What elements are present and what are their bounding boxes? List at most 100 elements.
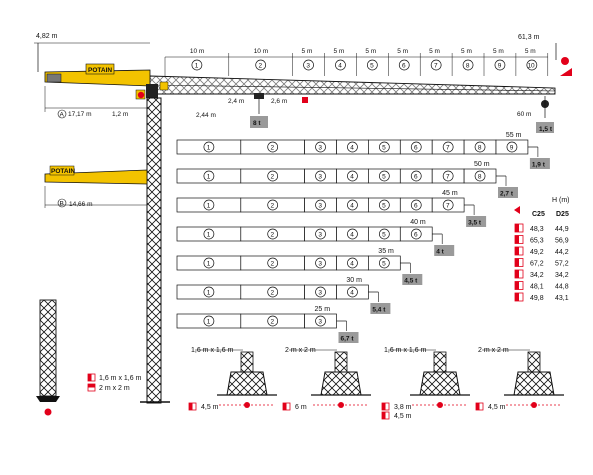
max-load-badge xyxy=(536,122,554,133)
segment-number-label: 2 xyxy=(271,203,275,210)
segment-number-label: 1 xyxy=(207,290,211,297)
height-d25: 34,2 xyxy=(555,272,569,279)
segment-length-label: 5 m xyxy=(397,48,408,55)
base-span-label: 4,5 m xyxy=(488,404,506,411)
segment-number-label: 7 xyxy=(446,145,450,152)
segment-number-marker xyxy=(315,141,326,153)
base-variant: 1,6 m x 1,6 m4,5 m xyxy=(188,347,277,411)
segment-number-marker xyxy=(303,59,314,71)
segment-length-label: 5 m xyxy=(429,48,440,55)
segment-number-label: 3 xyxy=(318,261,322,268)
counter-jib-b-length: 14,66 m xyxy=(69,201,93,208)
segment-number-label: 6 xyxy=(414,174,418,181)
segment-number-marker xyxy=(203,228,215,240)
segment-number-label: 3 xyxy=(318,290,322,297)
segment-number-marker xyxy=(398,59,410,71)
dim-244: 2,44 m xyxy=(196,112,216,119)
height-d25: 44,8 xyxy=(555,284,569,291)
segment-number-marker xyxy=(267,257,279,269)
height-row: 48,1 44,8 xyxy=(514,281,569,291)
segment-number-label: 3 xyxy=(318,145,322,152)
segment-number-label: 2 xyxy=(271,290,275,297)
ballast-center-icon xyxy=(338,402,344,408)
height-d25: 44,2 xyxy=(555,249,569,256)
segment-number-label: 8 xyxy=(466,63,470,70)
segment-number-marker xyxy=(410,199,422,211)
segment-number-marker xyxy=(203,199,215,211)
segment-number-marker xyxy=(267,141,279,153)
segment-number-label: 5 xyxy=(382,145,386,152)
segment-number-label: 4 xyxy=(338,63,342,70)
config-load-badge xyxy=(434,245,455,256)
segment-number-marker xyxy=(410,228,422,240)
segment-number-label: 6 xyxy=(402,63,406,70)
height-c25: 48,1 xyxy=(530,284,544,291)
segment-length-label: 5 m xyxy=(493,48,504,55)
counter-jib-a-length: 17,17 m xyxy=(68,111,92,118)
segment-number-label: 8 xyxy=(478,174,482,181)
height-c25: 34,2 xyxy=(530,272,544,279)
segment-number-label: 9 xyxy=(510,145,514,152)
brand-logo-b: POTAIN xyxy=(51,168,75,175)
segment-number-marker xyxy=(315,257,326,269)
segment-length-label: 5 m xyxy=(302,48,313,55)
config-length-label: 30 m xyxy=(346,277,362,284)
segment-number-marker xyxy=(203,315,215,327)
segment-number-marker xyxy=(379,199,390,211)
segment-number-label: 1 xyxy=(207,232,211,239)
segment-number-label: 8 xyxy=(478,145,482,152)
segment-number-label: 5 xyxy=(382,203,386,210)
mast-legend: 1,6 m x 1,6 m 2 m x 2 m xyxy=(87,373,142,392)
segment-number-label: 3 xyxy=(318,174,322,181)
config-icon xyxy=(514,206,520,214)
config-load-label: 4,5 t xyxy=(404,278,418,285)
segment-number-marker xyxy=(255,59,267,71)
segment-number-marker xyxy=(379,141,390,153)
segment-number-marker xyxy=(203,141,215,153)
segment-number-label: 2 xyxy=(271,261,275,268)
segment-number-label: 4 xyxy=(350,290,354,297)
segment-number-marker xyxy=(267,170,279,182)
config-load-badge xyxy=(370,303,391,314)
segment-number-label: 2 xyxy=(259,63,263,70)
segment-number-label: 2 xyxy=(271,232,275,239)
height-c25: 65,3 xyxy=(530,238,544,245)
segment-number-marker xyxy=(367,59,378,71)
segment-number-marker xyxy=(347,286,358,298)
height-c25: 67,2 xyxy=(530,261,544,268)
dim-24: 2,4 m xyxy=(228,98,244,105)
config-length-label: 25 m xyxy=(315,306,331,313)
segment-length-label: 5 m xyxy=(333,48,344,55)
segment-number-label: 5 xyxy=(382,232,386,239)
segment-number-label: 3 xyxy=(318,319,322,326)
height-left-label: 4,82 m xyxy=(36,33,58,40)
config-load-label: 4 t xyxy=(436,249,444,256)
col-c25-header: C25 xyxy=(532,211,545,218)
segment-number-marker xyxy=(462,59,474,71)
height-d25: 56,9 xyxy=(555,238,569,245)
ballast-center-icon xyxy=(244,402,250,408)
config-load-badge xyxy=(402,274,423,285)
legend-mast-2: 2 m x 2 m xyxy=(99,385,130,392)
segment-number-marker xyxy=(347,141,358,153)
segment-number-marker xyxy=(442,199,454,211)
height-right-label: 61,3 m xyxy=(518,34,540,41)
segment-length-label: 10 m xyxy=(254,48,268,55)
segment-number-label: 4 xyxy=(350,145,354,152)
segment-number-marker xyxy=(379,257,390,269)
segment-number-marker xyxy=(379,170,390,182)
tower-mast xyxy=(140,97,170,404)
base-variant: 2 m x 2 m6 m xyxy=(282,347,371,411)
base-span-label: 6 m xyxy=(295,404,307,411)
segment-number-marker xyxy=(315,199,326,211)
trolley-far: 1,5 t 60 m xyxy=(517,57,572,133)
ballast-center-icon xyxy=(531,402,537,408)
